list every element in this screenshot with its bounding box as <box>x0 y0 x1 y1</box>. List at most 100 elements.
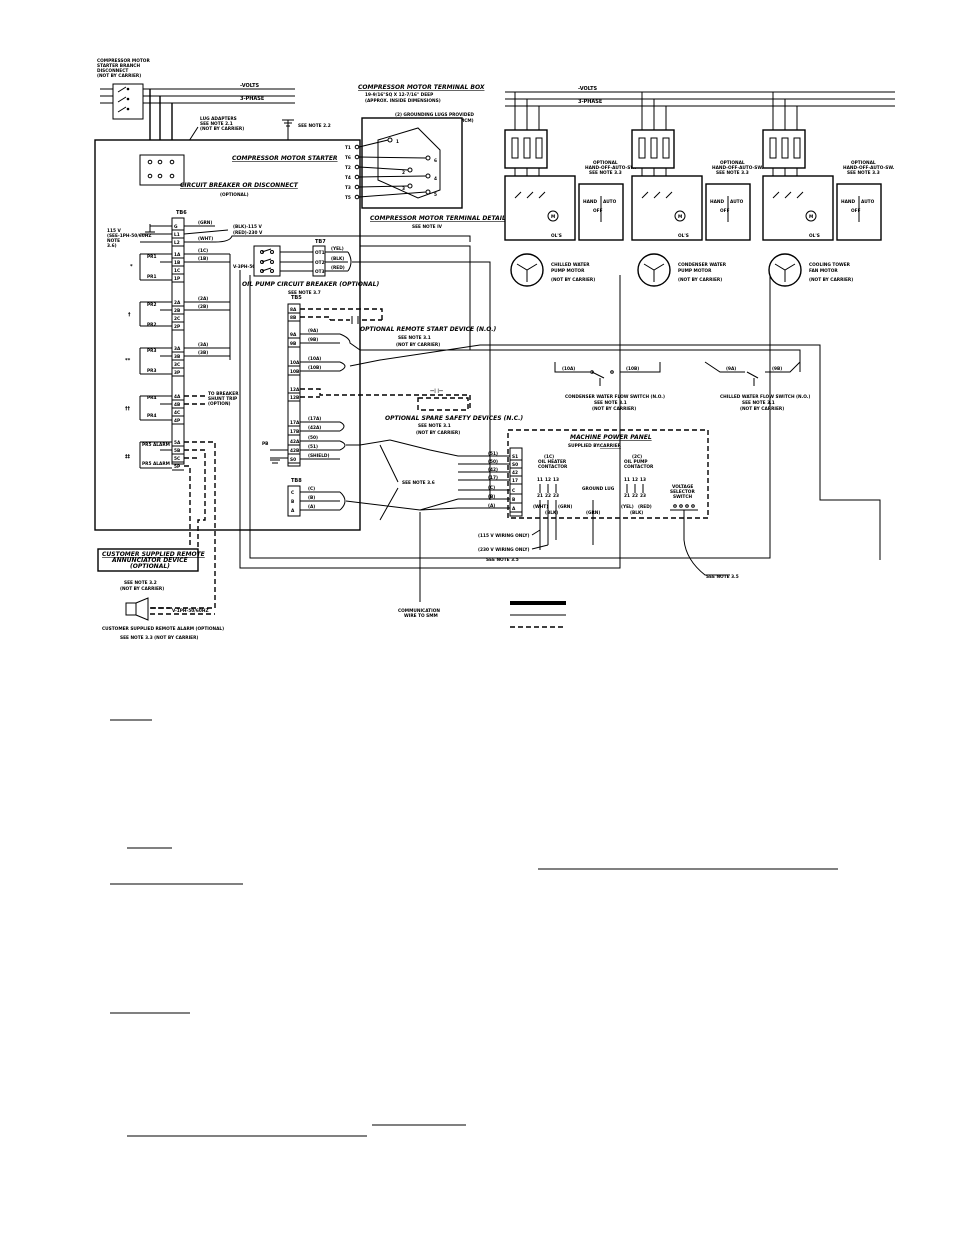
svg-text:(BLK): (BLK) <box>331 256 344 262</box>
svg-text:(9A): (9A) <box>726 366 736 372</box>
svg-text:SEE NOTE 2.1: SEE NOTE 2.1 <box>200 121 233 127</box>
svg-text:PB: PB <box>262 441 268 447</box>
tb6-terminal-label: 4P <box>174 418 180 424</box>
svg-text:(WHT): (WHT) <box>198 236 213 242</box>
svg-text:19-9/16"SQ X 12-7/16" DEEP: 19-9/16"SQ X 12-7/16" DEEP <box>365 92 433 98</box>
svg-text:(10A): (10A) <box>308 356 321 362</box>
tb6-terminal-label: L2 <box>174 240 180 246</box>
svg-text:OFF: OFF <box>851 208 861 214</box>
svg-text:3: 3 <box>402 186 405 192</box>
terminal-box: COMPRESSOR MOTOR TERMINAL BOX 19-9/16"SQ… <box>345 84 510 230</box>
svg-text:SWITCH: SWITCH <box>673 494 693 500</box>
svg-text:OL'S: OL'S <box>551 233 562 239</box>
svg-text:21: 21 <box>537 493 543 499</box>
legend <box>510 601 566 628</box>
mpp-terminal-label: 42 <box>512 470 518 476</box>
svg-text:T5: T5 <box>345 195 351 201</box>
svg-text:PR5 ALARM: PR5 ALARM <box>142 442 170 448</box>
tb6-terminal-label: 2B <box>174 308 180 314</box>
svg-text:PR4: PR4 <box>147 413 156 419</box>
svg-text:(OPTION): (OPTION) <box>208 401 231 407</box>
volts-label: -VOLTS <box>240 83 260 89</box>
svg-text:(2B): (2B) <box>198 304 208 310</box>
svg-text:(51): (51) <box>308 444 318 450</box>
svg-text:(3B): (3B) <box>198 350 208 356</box>
svg-text:SEE NOTE 3.1: SEE NOTE 3.1 <box>398 335 431 341</box>
tb6-terminal-label: 1P <box>174 276 180 282</box>
machine-power-panel <box>507 429 709 519</box>
svg-text:M: M <box>809 214 813 220</box>
tb6-terminal-label: 5P <box>174 464 180 470</box>
svg-text:OT1: OT1 <box>315 250 325 256</box>
svg-text:(230 V WIRING ONLY): (230 V WIRING ONLY) <box>478 547 530 553</box>
svg-text:WIRE TO SMM: WIRE TO SMM <box>404 613 438 619</box>
svg-text:(SHIELD): (SHIELD) <box>308 453 329 459</box>
tb5-terminal-label: 17B <box>290 429 299 435</box>
svg-text:V-1PH-50/60HZ: V-1PH-50/60HZ <box>172 608 209 614</box>
svg-text:(1C): (1C) <box>198 248 208 254</box>
condenser-flow-switch: (10A) (10B) CONDENSER WATER FLOW SWITCH … <box>554 362 665 412</box>
svg-text:CUSTOMER SUPPLIED REMOTE: CUSTOMER SUPPLIED REMOTE <box>102 551 206 558</box>
tb5-wires: (9A) (9B) (10A) (10B) —| |— (17A) (42A) … <box>270 308 881 560</box>
right-power-supply: -VOLTS 3-PHASE <box>505 86 895 107</box>
svg-text:SEE NOTE 3.2: SEE NOTE 3.2 <box>124 580 157 586</box>
tb6-terminal-label: 5A <box>174 440 181 446</box>
mpp-wire-label: (C) <box>488 485 495 491</box>
svg-text:A: A <box>291 508 295 514</box>
tb6-terminal-label: 4C <box>174 410 180 416</box>
svg-text:(9A): (9A) <box>308 328 318 334</box>
machine-panel-terminals: S1(51)S0(50)42(42)17(17)C(C)B(B)A(A) <box>488 451 522 513</box>
mpp-wire-label: (17) <box>488 475 498 481</box>
alarm-wiring <box>150 441 216 609</box>
svg-text:SEE NOTE 3.6: SEE NOTE 3.6 <box>402 480 435 486</box>
tb6-terminals: GL1L21A1B1C1P2A2B2C2P3A3B3C3P4A4B4C4P5A5… <box>172 224 184 471</box>
tb6-terminal-label: 5C <box>174 456 180 462</box>
svg-text:AUTO: AUTO <box>730 199 744 205</box>
svg-text:C: C <box>291 490 294 496</box>
svg-text:(17A): (17A) <box>308 416 321 422</box>
svg-text:PR3: PR3 <box>147 348 156 354</box>
svg-text:SEE NOTE 3.1: SEE NOTE 3.1 <box>418 423 451 429</box>
svg-text:OL'S: OL'S <box>678 233 689 239</box>
mpp-wire-label: (A) <box>488 503 495 509</box>
svg-text:COMPRESSOR MOTOR TERMINAL BOX: COMPRESSOR MOTOR TERMINAL BOX <box>358 84 485 91</box>
svg-text:13: 13 <box>640 477 646 483</box>
tb5-terminal-label: 9A <box>290 332 297 338</box>
svg-text:23: 23 <box>553 493 559 499</box>
svg-text:TB8: TB8 <box>291 478 302 484</box>
svg-text:T4: T4 <box>345 175 351 181</box>
svg-text:(APPROX. INSIDE DIMENSIONS): (APPROX. INSIDE DIMENSIONS) <box>365 98 441 104</box>
tb5-terminal-label: 8B <box>290 315 296 321</box>
compressor-motor-starter <box>94 139 361 531</box>
svg-text:OPTIONAL: OPTIONAL <box>720 160 745 166</box>
svg-text:HAND: HAND <box>841 199 856 205</box>
svg-text:††: †† <box>125 406 131 412</box>
svg-text:B: B <box>291 499 294 505</box>
spare-safety-devices: OPTIONAL SPARE SAFETY DEVICES (N.C.) SEE… <box>385 397 523 436</box>
svg-text:PUMP MOTOR: PUMP MOTOR <box>551 268 585 274</box>
tb5-terminal-label: 12B <box>290 395 299 401</box>
tb6-terminal-label: 3B <box>174 354 180 360</box>
svg-text:OPTIONAL SPARE SAFETY DEVICES: OPTIONAL SPARE SAFETY DEVICES (N.C.) <box>385 415 523 422</box>
svg-text:OIL PUMP CIRCUIT BREAKER (OPTI: OIL PUMP CIRCUIT BREAKER (OPTIONAL) <box>242 281 379 288</box>
svg-text:T6: T6 <box>345 155 351 161</box>
svg-text:HAND: HAND <box>583 199 598 205</box>
svg-text:M: M <box>678 214 682 220</box>
svg-text:COMPRESSOR MOTOR: COMPRESSOR MOTOR <box>97 58 150 64</box>
svg-text:SHUNT TRIP: SHUNT TRIP <box>208 396 237 402</box>
ground-see-note-22: SEE NOTE 2.2 <box>282 119 331 140</box>
pr-relays: PR1 PR1 PR2 PR2 PR3 PR3 PR4 PR4 PR5 ALAR… <box>125 253 172 469</box>
tb5-terminal-label: 8A <box>290 307 297 313</box>
starter-title: COMPRESSOR MOTOR STARTER <box>232 155 338 162</box>
svg-text:(115 V WIRING ONLY): (115 V WIRING ONLY) <box>478 533 530 539</box>
svg-text:OFF: OFF <box>593 208 603 214</box>
svg-text:OPTIONAL: OPTIONAL <box>593 160 618 166</box>
svg-text:CARRIER: CARRIER <box>600 443 622 449</box>
svg-text:(3A): (3A) <box>198 342 208 348</box>
svg-text:4: 4 <box>434 176 437 182</box>
text-underlines <box>110 719 838 1137</box>
svg-text:(RED)-230 V: (RED)-230 V <box>233 230 263 236</box>
svg-text:(9B): (9B) <box>308 337 318 343</box>
svg-text:(SEE-1PH-50/60HZ: (SEE-1PH-50/60HZ <box>107 233 151 239</box>
